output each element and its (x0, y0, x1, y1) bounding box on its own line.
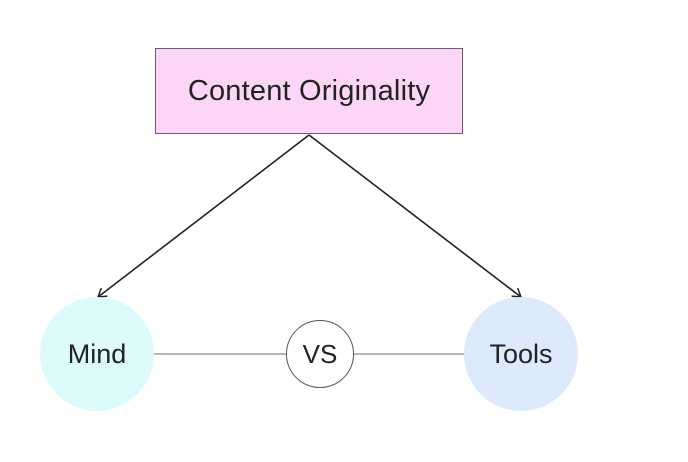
arrow-root-to-tools (308, 134, 523, 298)
mind-label: Mind (67, 338, 127, 369)
tools-node: Tools (464, 297, 578, 411)
vs-node: VS (286, 320, 354, 388)
tools-label: Tools (489, 338, 553, 369)
mind-node: Mind (40, 297, 154, 411)
content-originality-label: Content Originality (187, 74, 431, 107)
content-originality-box: Content Originality (155, 48, 463, 134)
arrow-root-to-mind (96, 134, 310, 298)
vs-label: VS (302, 338, 338, 369)
